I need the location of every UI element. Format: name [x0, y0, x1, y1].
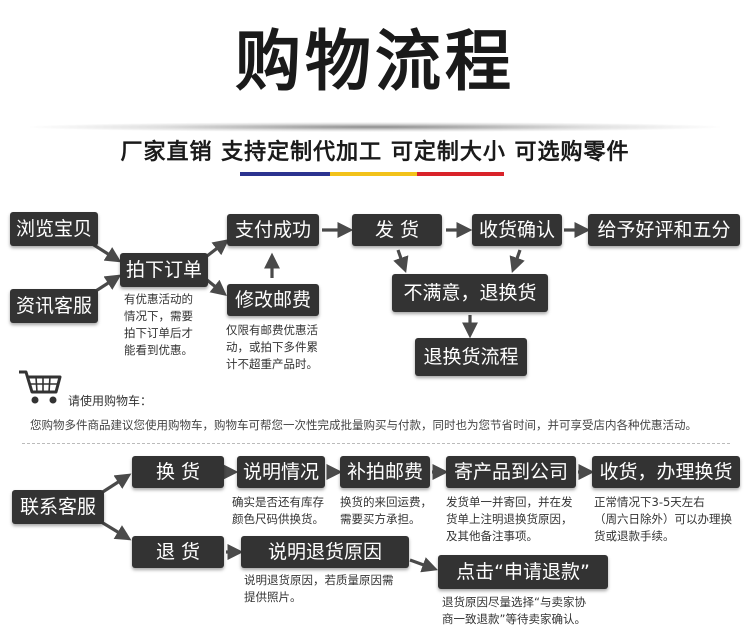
receive-note: 正常情况下3-5天左右 （周六日除外）可以办理换 货或退款手续。 [594, 495, 732, 543]
pay-success-box: 支付成功 [227, 214, 319, 246]
apply-refund-note: 退货原因尽量选择“与卖家协 商一致退款”等待卖家确认。 [442, 595, 586, 626]
explain-refund-box: 说明退货原因 [241, 536, 409, 568]
title-divider-shadow [30, 122, 720, 132]
exchange-box: 换 货 [132, 456, 224, 488]
consult-service-box: 资讯客服 [10, 289, 98, 323]
cart-description: 您购物多件商品建议您使用购物车，购物车可帮您一次性完成批量购买与付款，同时也为您… [30, 418, 697, 432]
refund-reason-note: 说明退货原因，若质量原因需 提供照片。 [244, 573, 394, 604]
cart-icon [19, 370, 62, 404]
postage-note: 仅限有邮费优惠活 动，或拍下多件累 计不超重产品时。 [226, 323, 318, 371]
section-divider [22, 443, 730, 444]
color-bar-blue [240, 172, 330, 176]
cart-label: 请使用购物车： [68, 394, 153, 408]
exchange-postage-note: 换货的来回运费， 需要买方承担。 [340, 495, 432, 526]
send-note: 发货单一并寄回，并在发 货单上注明退换货原因， 及其他备注事项。 [446, 495, 573, 543]
apply-refund-box: 点击“申请退款” [438, 555, 608, 589]
explain-note: 确实是否还有库存 颜色尺码供换货。 [232, 495, 324, 526]
explain-situation-box: 说明情况 [237, 456, 325, 488]
modify-postage-box: 修改邮费 [227, 284, 319, 316]
place-order-box: 拍下订单 [120, 253, 208, 287]
ship-box: 发 货 [352, 214, 442, 246]
page-title: 购物流程 [235, 23, 515, 100]
unsatisfied-box: 不满意，退换货 [392, 274, 548, 312]
browse-item-box: 浏览宝贝 [10, 212, 98, 246]
return-flow-box: 退换货流程 [415, 338, 527, 376]
refund-box: 退 货 [132, 536, 224, 568]
color-bar-red [417, 172, 504, 176]
receive-exchange-box: 收货，办理换货 [592, 456, 740, 488]
send-product-box: 寄产品到公司 [446, 456, 576, 488]
arrow-confirm-to-unsatisfied [509, 249, 525, 274]
arrow-order-to-pay [206, 239, 230, 258]
order-note: 有优惠活动的 情况下，需要 拍下订单后才 能看到优惠。 [124, 292, 193, 357]
arrow-ship-to-unsatisfied [393, 249, 409, 274]
good-review-box: 给予好评和五分 [588, 214, 740, 246]
page-subtitle: 厂家直销 支持定制代加工 可定制大小 可选购零件 [120, 140, 630, 165]
color-bar-yellow [330, 172, 417, 176]
contact-service-box: 联系客服 [12, 490, 104, 524]
confirm-receipt-box: 收货确认 [472, 214, 562, 246]
arrow-reason-to-apply [409, 557, 439, 573]
pay-postage-box: 补拍邮费 [340, 456, 430, 488]
